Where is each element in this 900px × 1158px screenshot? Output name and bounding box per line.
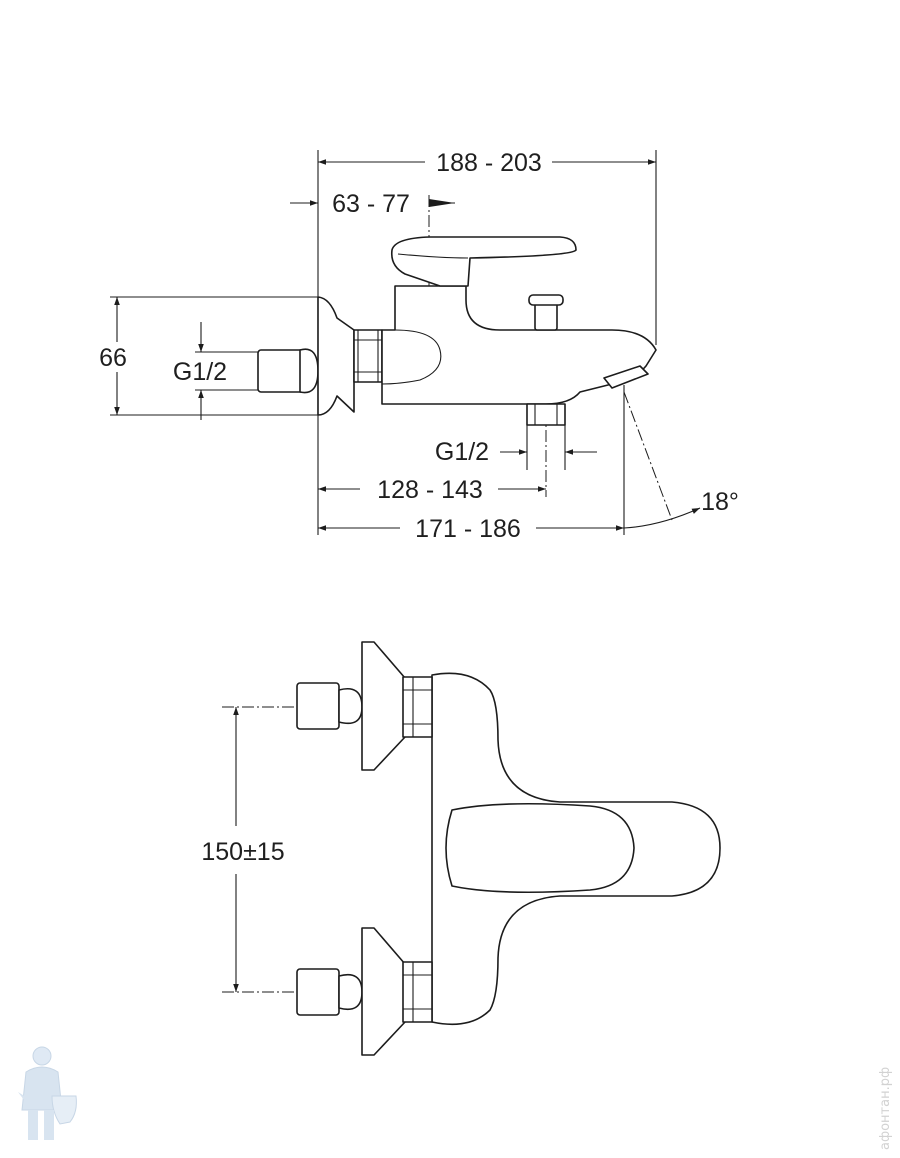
height-label: 66: [99, 344, 127, 372]
spout-angle-label: 18°: [701, 488, 739, 516]
overall-length-label: 188 - 203: [436, 149, 542, 177]
dimension-inlet-spacing: 150±15: [201, 707, 285, 992]
mixer-side-drawing: [257, 236, 657, 426]
watermark-text: афонтан.рф: [878, 1067, 893, 1150]
dimension-outlet-thread: G1/2: [435, 438, 597, 466]
outlet-distance-label: 128 - 143: [377, 476, 483, 504]
side-view: 188 - 203 63 - 77 66 G1/2 G1/2: [99, 149, 739, 543]
lever-offset-label: 63 - 77: [332, 190, 410, 218]
top-view: 150±15: [201, 641, 721, 1056]
mixer-top-drawing: [296, 641, 721, 1056]
dimension-spout-length: 171 - 186: [318, 515, 624, 543]
dimension-inlet-thread: G1/2: [173, 322, 227, 420]
extension-lines: [110, 150, 673, 535]
dimension-outlet-distance: 128 - 143: [318, 476, 546, 504]
dimension-overall-length: 188 - 203: [318, 149, 656, 177]
spout-length-label: 171 - 186: [415, 515, 521, 543]
inlet-spacing-label: 150±15: [201, 838, 284, 866]
dimension-lever-offset: 63 - 77: [290, 190, 455, 218]
plumber-mascot-logo: [18, 1046, 77, 1140]
dimension-spout-angle: 18°: [623, 488, 739, 529]
dimension-height: 66: [99, 297, 127, 415]
inlet-thread-label: G1/2: [173, 358, 227, 386]
outlet-thread-label: G1/2: [435, 438, 489, 466]
